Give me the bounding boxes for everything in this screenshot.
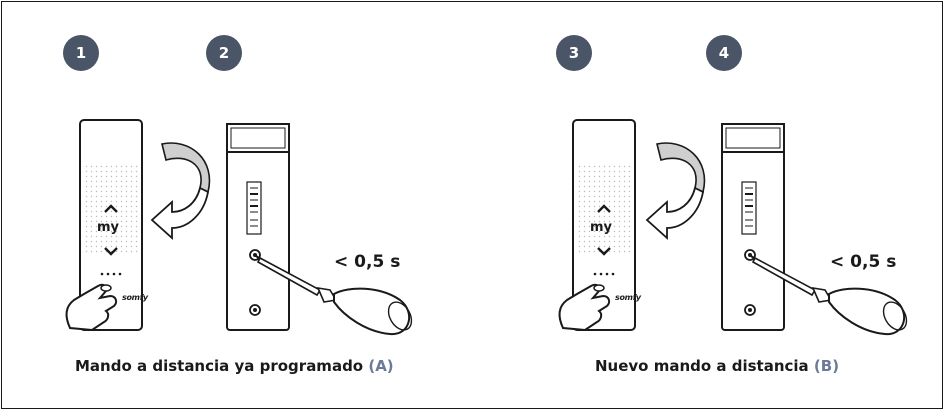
timing-label-left: < 0,5 s <box>334 252 401 272</box>
caption-right: Nuevo mando a distancia (B) <box>595 357 839 375</box>
dots-indicator <box>593 272 615 276</box>
pressing-hand-icon <box>65 283 118 332</box>
dots-indicator <box>100 272 122 276</box>
caption-right-tag: (B) <box>813 357 840 375</box>
remote-back-a <box>226 123 290 331</box>
pressing-hand-icon <box>558 283 611 332</box>
step-badge-4: 4 <box>706 35 742 71</box>
remote-brand-label-b: somfy <box>615 293 641 302</box>
caption-left-text: Mando a distancia ya programado <box>75 357 364 375</box>
remote-front-a <box>65 119 143 332</box>
caption-left: Mando a distancia ya programado (A) <box>75 357 394 375</box>
timing-label-right: < 0,5 s <box>830 252 897 272</box>
screwdriver-icon <box>750 255 908 336</box>
flip-arrow-icon <box>150 142 211 241</box>
screwdriver-icon <box>255 255 413 336</box>
remote-back-b <box>721 123 785 331</box>
caption-right-text: Nuevo mando a distancia <box>595 357 809 375</box>
step-badge-3: 3 <box>556 35 592 71</box>
flip-arrow-icon <box>645 142 706 241</box>
caption-left-tag: (A) <box>368 357 394 375</box>
step-badge-2: 2 <box>206 35 242 71</box>
remote-brand-label-a: somfy <box>122 293 148 302</box>
remote-my-label-b: my <box>590 220 613 235</box>
remote-my-label-a: my <box>97 220 120 235</box>
remote-front-b <box>558 119 636 332</box>
step-badge-1: 1 <box>63 35 99 71</box>
